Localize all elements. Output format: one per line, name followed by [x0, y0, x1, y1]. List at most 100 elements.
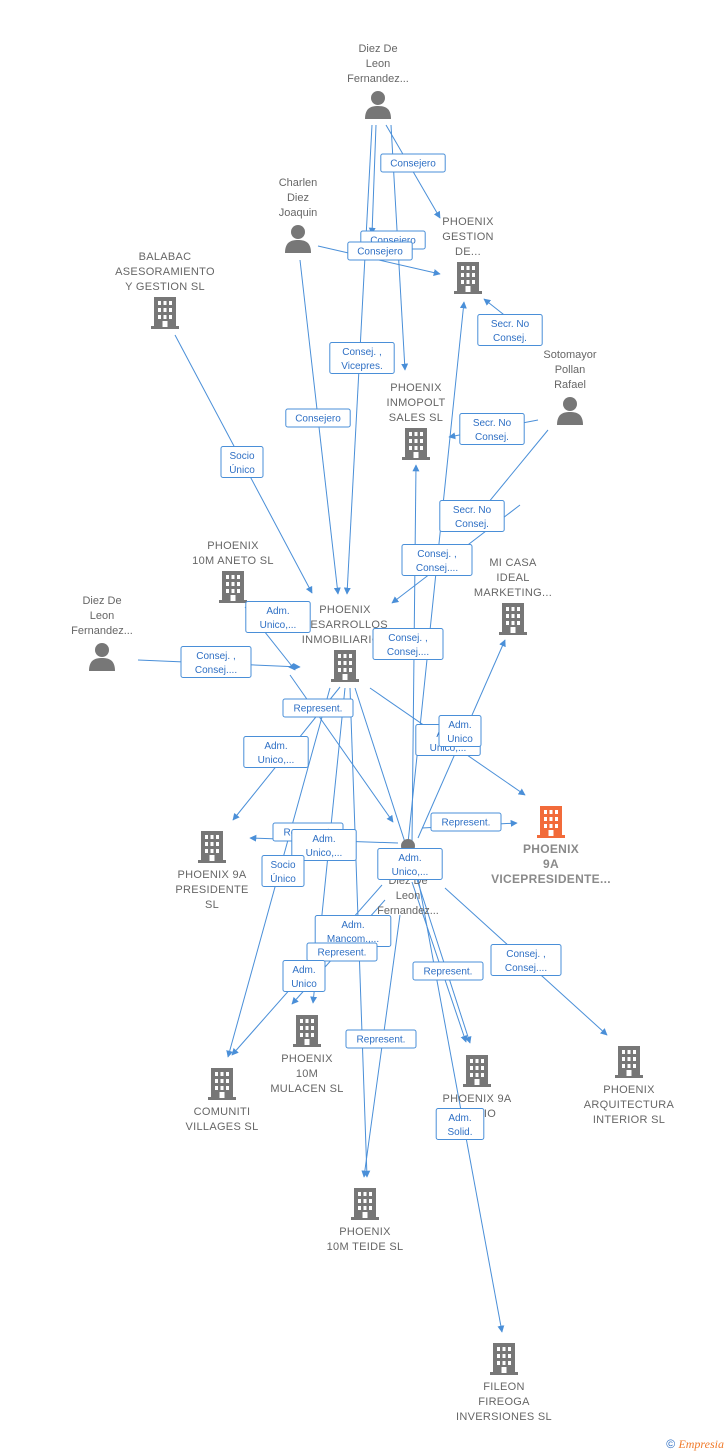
building-icon [454, 262, 482, 294]
relation-text: Consejero [370, 236, 416, 247]
relation-text: Unico,... [430, 743, 467, 754]
edges-layer [137, 124, 608, 1333]
node-label: MULACEN SL [270, 1083, 343, 1095]
building-icon [151, 297, 179, 329]
relation-box [430, 812, 502, 832]
relation-text: Unico [447, 734, 473, 745]
relation-text: Adm. [341, 920, 364, 931]
relation-box [438, 715, 482, 747]
person-icon [89, 643, 115, 671]
node-label: PHOENIX [442, 216, 494, 228]
relation-label-20[interactable]: Adm.Unico,... [291, 829, 357, 861]
relation-box [329, 342, 395, 374]
relation-label-6[interactable]: Consejero [285, 408, 351, 428]
relation-label-15[interactable]: Adm.Unico,... [243, 736, 309, 768]
relation-label-26[interactable]: Consej. ,Consej.... [490, 944, 562, 976]
node-label: Leon [366, 58, 390, 70]
relation-text: Secr. No [473, 418, 512, 429]
relation-label-14[interactable]: Represent. [282, 698, 354, 718]
relation-label-27[interactable]: Represent. [412, 961, 484, 981]
relation-label-18[interactable]: Represent. [430, 812, 502, 832]
building-icon [351, 1188, 379, 1220]
node-label: Diez De [358, 43, 397, 55]
relation-box [291, 829, 357, 861]
node-label: IDEAL [496, 572, 529, 584]
relation-text: Socio [270, 860, 295, 871]
node-label: INMOPOLT [386, 397, 445, 409]
relation-label-22[interactable]: Adm.Unico,... [377, 848, 443, 880]
node-c-mi-casa[interactable]: MI CASAIDEALMARKETING... [474, 557, 552, 635]
relation-box [220, 446, 264, 478]
relation-label-5[interactable]: Consej. ,Vicepres. [329, 342, 395, 374]
relation-text: Secr. No [491, 319, 530, 330]
node-p-diez-left[interactable]: Diez DeLeonFernandez... [71, 595, 133, 671]
node-p-diez-top[interactable]: Diez DeLeonFernandez... [347, 43, 409, 119]
node-label: MARKETING... [474, 587, 552, 599]
node-label: COMUNITI [194, 1106, 251, 1118]
relation-text: Unico,... [392, 867, 429, 878]
node-label: 9A [543, 857, 559, 871]
relation-label-25[interactable]: Adm.Unico [282, 960, 326, 992]
node-label: SL [205, 899, 219, 911]
node-label: DESARROLLOS [302, 619, 388, 631]
node-label: 10M [296, 1068, 318, 1080]
node-label: Leon [396, 890, 420, 902]
relation-label-13[interactable]: Consej. ,Consej.... [372, 628, 444, 660]
node-c-vicepresidente[interactable]: PHOENIX9AVICEPRESIDENTE... [491, 806, 611, 886]
node-label: Fernandez... [377, 905, 439, 917]
relation-text: Unico,... [306, 848, 343, 859]
relation-text: Adm. [292, 965, 315, 976]
nodes-layer: Diez DeLeonFernandez...CharlenDiezJoaqui… [71, 43, 674, 1423]
relation-text: Consej. , [506, 949, 545, 960]
relation-label-23[interactable]: Adm.Mancom.,... [314, 915, 392, 947]
relation-label-17[interactable]: Adm.Unico [438, 715, 482, 747]
relation-text: Unico,... [260, 620, 297, 631]
relation-label-29[interactable]: Adm.Solid. [435, 1108, 485, 1140]
relation-text: Represent. [424, 967, 473, 978]
relation-box [285, 408, 351, 428]
relation-box [412, 961, 484, 981]
relation-label-12[interactable]: Consej. ,Consej.... [180, 646, 252, 678]
relation-box [490, 944, 562, 976]
relation-text: Consej. , [196, 651, 235, 662]
relation-label-10[interactable]: Consej. ,Consej.... [401, 544, 473, 576]
node-c-gestion[interactable]: PHOENIXGESTIONDE... [442, 216, 494, 294]
building-icon [331, 650, 359, 682]
relation-label-28[interactable]: Represent. [345, 1029, 417, 1049]
node-label: BALABAC [139, 251, 192, 263]
node-label: DE... [455, 246, 481, 258]
node-label: 10M TEIDE SL [327, 1241, 404, 1253]
relation-label-3[interactable]: Consejero [347, 241, 413, 261]
relation-label-1[interactable]: Consejero [380, 153, 446, 173]
relation-label-11[interactable]: Adm.Unico,... [245, 601, 311, 633]
node-label: VICEPRESIDENTE... [491, 872, 611, 886]
relation-box [380, 153, 446, 173]
relation-text: Consej. [455, 519, 489, 530]
relation-text: Consejero [295, 414, 341, 425]
relation-box [372, 628, 444, 660]
relation-label-24[interactable]: Represent. [306, 942, 378, 962]
relation-text: Único [229, 463, 255, 476]
edge-31 [417, 877, 505, 1333]
relation-text: Consejero [390, 159, 436, 170]
building-icon [402, 428, 430, 460]
relation-box [439, 500, 505, 532]
